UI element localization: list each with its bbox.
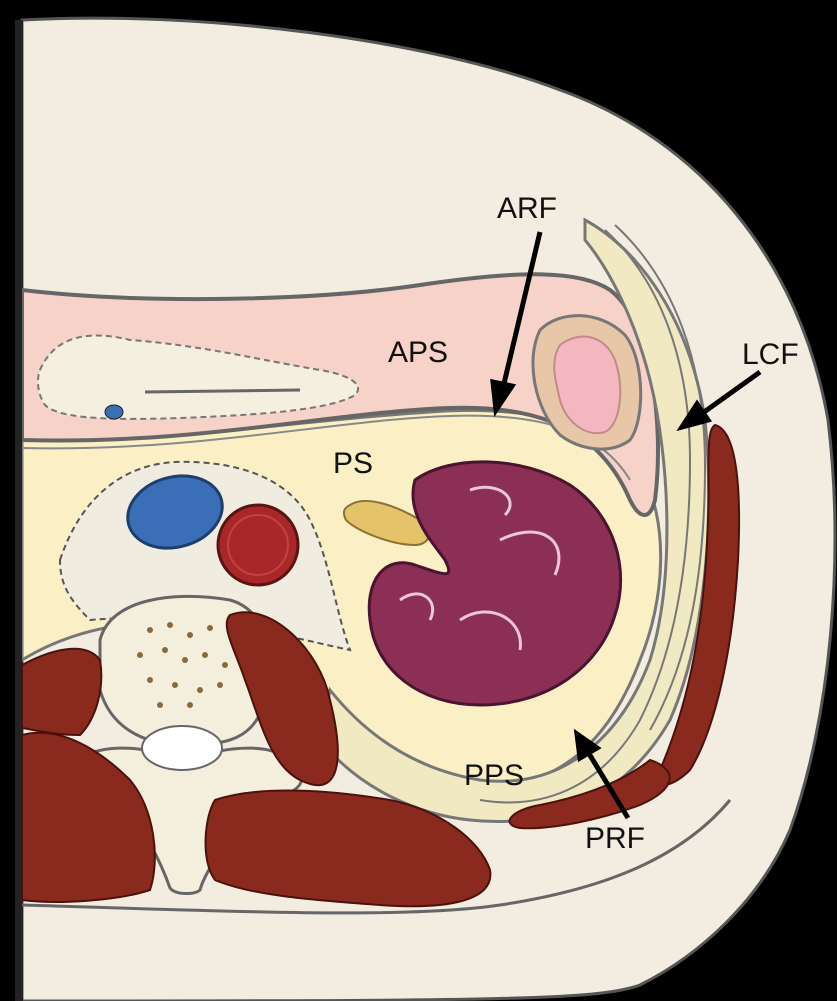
left-edge [15, 20, 23, 1001]
label-pps: PPS [464, 759, 524, 792]
spinal-canal [142, 726, 222, 770]
label-ps: PS [333, 447, 373, 480]
label-prf: PRF [585, 822, 645, 855]
pancreatic-duct [145, 390, 300, 392]
label-aps: APS [388, 336, 448, 369]
aorta [218, 505, 298, 585]
label-lcf: LCF [742, 338, 799, 371]
label-arf: ARF [497, 192, 557, 225]
left-muscle-upper [22, 649, 101, 735]
splenic-vein [105, 405, 123, 419]
